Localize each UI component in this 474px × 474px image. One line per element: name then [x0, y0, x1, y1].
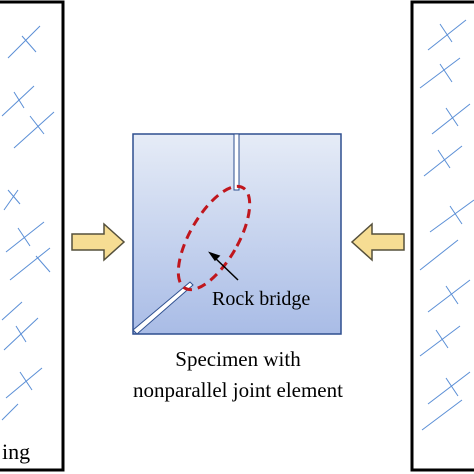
rock-bridge-label: Rock bridge [212, 288, 310, 310]
left-plate-label: ing [2, 439, 30, 464]
right-loading-plate [410, 0, 474, 472]
right-plate-crack-pattern [419, 19, 474, 431]
left-load-arrow [71, 222, 126, 262]
rock-bridge-pointer [208, 251, 239, 281]
lower-inclined-joint [132, 281, 194, 335]
rock-bridge-ellipse [176, 184, 252, 292]
specimen-block: Rock bridge [132, 133, 342, 335]
left-plate-crack-pattern [1, 25, 55, 421]
upper-joint [233, 133, 240, 191]
specimen-caption-line1: Specimen with [175, 347, 301, 371]
right-load-arrow [350, 222, 405, 262]
specimen-caption-line2: nonparallel joint element [133, 378, 343, 402]
left-loading-plate: ing [0, 0, 65, 472]
